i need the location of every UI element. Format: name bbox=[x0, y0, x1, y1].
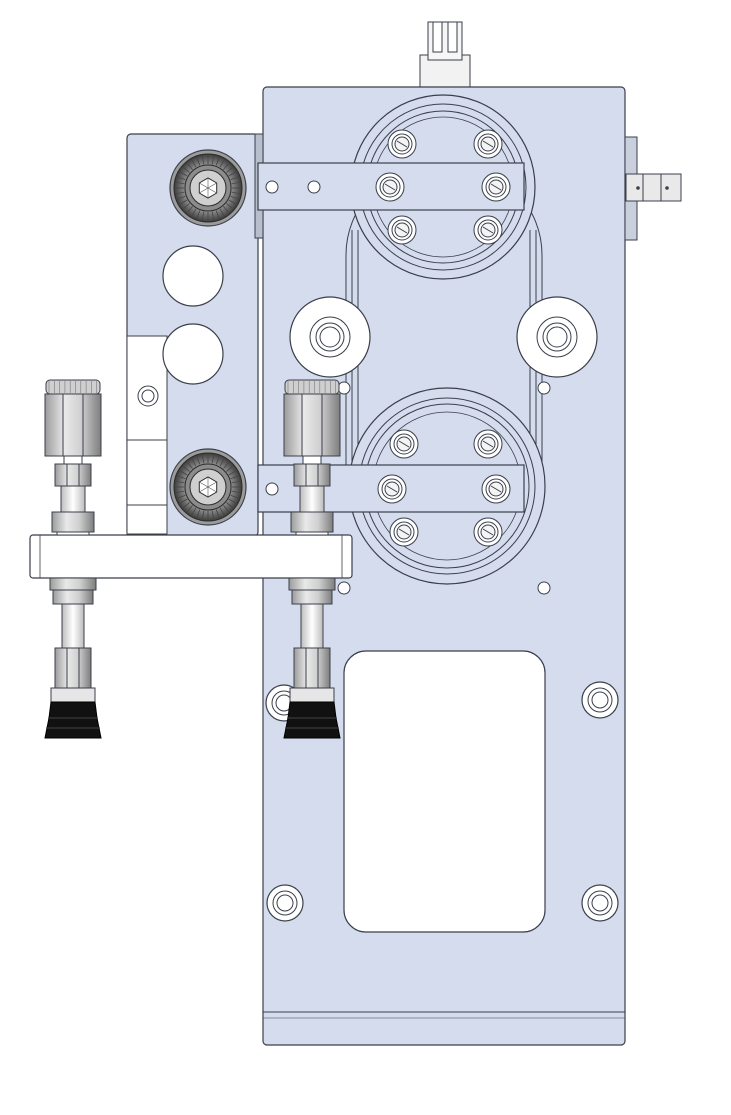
small-plate-holes bbox=[337, 381, 551, 595]
suction-crossbar bbox=[29, 534, 353, 579]
countersunk-screw bbox=[473, 429, 503, 459]
knurled-knob bbox=[169, 149, 247, 227]
countersunk-screw bbox=[481, 172, 511, 202]
mounting-hole bbox=[581, 681, 619, 719]
countersunk-screw bbox=[387, 129, 417, 159]
side-sensor-bracket bbox=[624, 136, 682, 241]
countersunk-screw bbox=[375, 172, 405, 202]
countersunk-screw bbox=[389, 517, 419, 547]
countersunk-screw bbox=[389, 429, 419, 459]
mounting-hole bbox=[581, 884, 619, 922]
countersunk-screw bbox=[473, 517, 503, 547]
right-idler-roller bbox=[516, 296, 598, 378]
knurled-knob bbox=[169, 448, 247, 526]
pulley-screws bbox=[375, 129, 511, 547]
right-suction-cup-assembly bbox=[283, 379, 341, 739]
countersunk-screw bbox=[377, 474, 407, 504]
top-connector bbox=[419, 21, 471, 88]
mounting-hole bbox=[266, 884, 304, 922]
knurled-knobs bbox=[169, 149, 247, 526]
countersunk-screw bbox=[387, 215, 417, 245]
countersunk-screw bbox=[473, 129, 503, 159]
left-suction-cup-assembly bbox=[44, 379, 102, 739]
left-idler-roller bbox=[289, 296, 371, 378]
plate-cutout-window bbox=[343, 650, 546, 933]
countersunk-screw bbox=[481, 474, 511, 504]
countersunk-screw bbox=[473, 215, 503, 245]
